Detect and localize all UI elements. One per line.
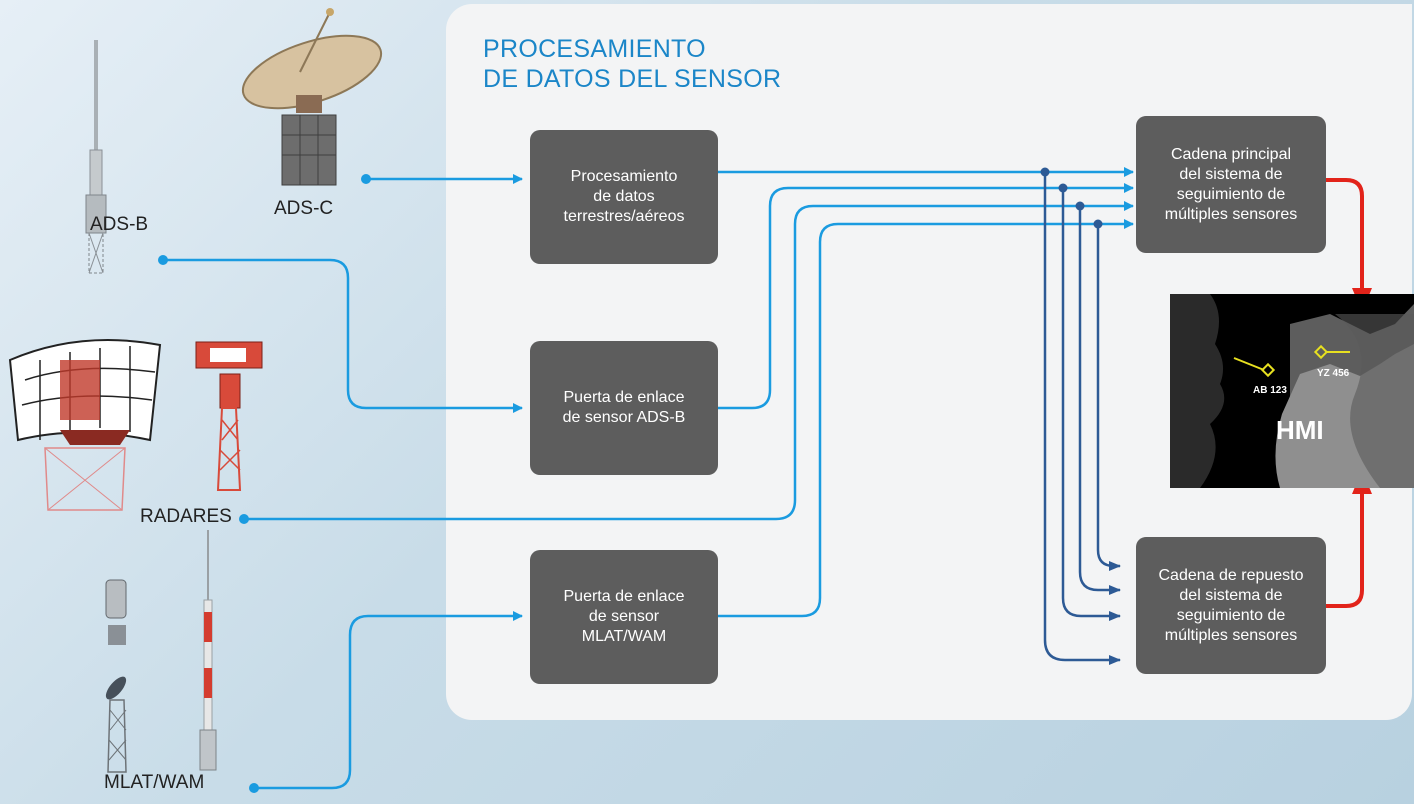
hmi-flight-ab123: AB 123 <box>1253 385 1287 396</box>
connector-gwadsb-main <box>705 183 1134 410</box>
connector-main-hmi <box>1326 178 1364 292</box>
mlat-mast-icon <box>199 530 217 771</box>
sensor-label-radares: RADARES <box>140 506 232 527</box>
connector-mlat-gateway <box>254 611 523 790</box>
connector-branch-3 <box>1078 206 1121 595</box>
hmi-label: HMI <box>1276 415 1324 445</box>
panel-title-line-1: PROCESAMIENTO <box>483 35 706 63</box>
box-gateway-adsb: Puerta de enlace de sensor ADS-B <box>530 341 718 475</box>
connector-branch-1 <box>1043 172 1121 665</box>
radar-tower-icon <box>195 341 263 491</box>
sensor-label-adsb: ADS-B <box>90 214 149 235</box>
panel-title-line-2: DE DATOS DEL SENSOR <box>483 65 782 93</box>
sensor-label-mlat: MLAT/WAM <box>104 772 205 793</box>
connector-branch-4 <box>1096 224 1121 571</box>
box-cadena-principal: Cadena principal del sistema de seguimie… <box>1136 116 1326 253</box>
connector-branch-2 <box>1061 188 1121 621</box>
connector-gwmlat-main <box>705 219 1134 618</box>
connector-backup-hmi <box>1326 490 1364 608</box>
connector-adsb-gateway <box>163 258 523 413</box>
sensor-label-adsc: ADS-C <box>274 198 334 219</box>
hmi-graphic <box>1170 294 1414 488</box>
connector-radares-main <box>244 201 1134 521</box>
hmi-flight-yz456: YZ 456 <box>1317 368 1350 379</box>
adsc-dish-icon <box>241 8 383 186</box>
box-gateway-mlat: Puerta de enlace de sensor MLAT/WAM <box>530 550 718 684</box>
box-cadena-repuesto: Cadena de repuesto del sistema de seguim… <box>1136 537 1326 674</box>
box-procesamiento-datos: Procesamiento de datos terrestres/aéreos <box>530 130 718 264</box>
mlat-sensor-icon <box>105 579 127 773</box>
radar-antenna-icon <box>8 339 162 511</box>
hmi-screen <box>1170 294 1414 488</box>
panel-title: PROCESAMIENTO DE DATOS DEL SENSOR <box>483 34 781 94</box>
adsb-antenna-icon <box>85 40 107 274</box>
